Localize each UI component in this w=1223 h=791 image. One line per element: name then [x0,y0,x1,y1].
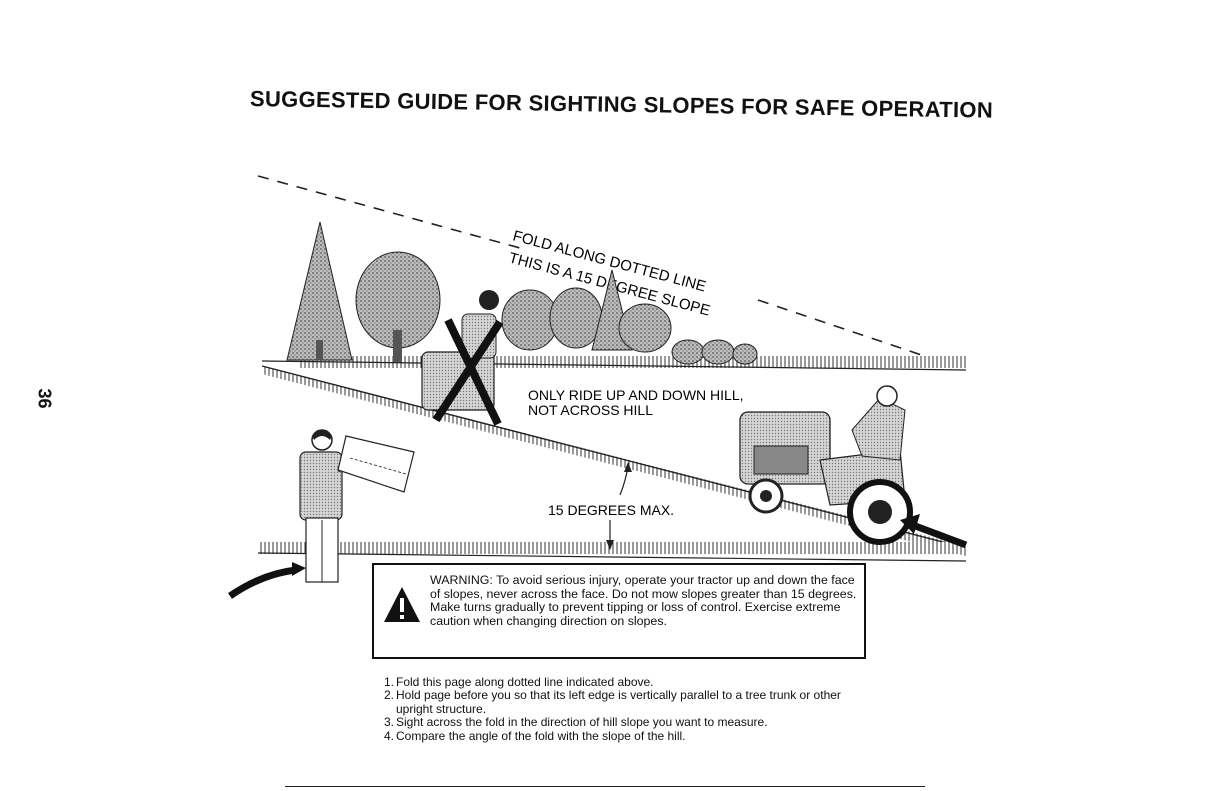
fold-dotted-line [257,175,961,369]
step-text: Sight across the fold in the direction o… [396,715,768,730]
tractor-up-hill [739,385,913,545]
prohibited-x-icon [432,318,504,426]
warning-triangle-icon [384,587,420,622]
step-number: 3. [384,715,395,730]
warning-box: WARNING: To avoid serious injury, operat… [372,563,866,659]
step-text: Hold page before you so that its left ed… [396,688,841,716]
warning-text: WARNING: To avoid serious injury, operat… [430,573,857,628]
background-trees [286,221,758,365]
step-text: Compare the angle of the fold with the s… [396,728,686,743]
max-angle-label: 15 DEGREES MAX. [548,502,674,518]
step-text: Fold this page along dotted line indicat… [396,675,654,689]
person-sighting-slope [299,429,361,583]
instruction-item: 4. Compare the angle of the fold with th… [384,728,864,743]
lower-ground [257,542,967,562]
instruction-item: 1. Fold this page along dotted line indi… [384,675,864,689]
step-number: 1. [384,675,395,689]
walking-arrow-icon [228,562,306,599]
step-number: 2. [384,688,395,703]
ride-instruction-line-2: NOT ACROSS HILL [528,402,653,418]
ride-instruction-line-1: ONLY RIDE UP AND DOWN HILL, [528,387,744,403]
horizon-ground [261,356,967,371]
step-number: 4. [384,728,395,743]
folded-guide-page-icon [337,435,415,493]
instruction-item: 2. Hold page before you so that its left… [384,688,864,716]
direction-arrow-icon [900,514,968,549]
instruction-list: 1. Fold this page along dotted line indi… [384,675,864,743]
bottom-divider [285,786,925,787]
instruction-item: 3. Sight across the fold in the directio… [384,715,864,730]
angle-indicator [606,462,632,550]
